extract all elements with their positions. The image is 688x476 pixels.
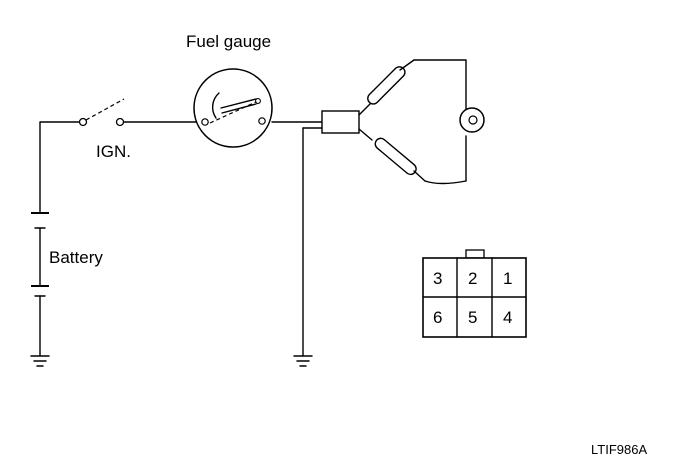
ignition-switch — [78, 98, 125, 127]
warning-lamp — [459, 107, 485, 133]
pin-5-label: 5 — [468, 308, 477, 327]
ignition-label: IGN. — [96, 142, 131, 161]
battery-circuit-wiring — [39, 121, 198, 356]
pin-1-label: 1 — [503, 269, 512, 288]
sender-connector — [302, 110, 360, 357]
battery-symbol — [31, 212, 49, 297]
pin-3-label: 3 — [433, 269, 442, 288]
ground-symbol-right — [293, 355, 313, 367]
pin-4-label: 4 — [503, 308, 512, 327]
fuel-gauge — [193, 68, 273, 148]
sender-unit-upper — [358, 59, 467, 119]
connector-pin-layout — [422, 249, 527, 338]
battery-label: Battery — [49, 248, 103, 267]
pin-6-label: 6 — [433, 308, 442, 327]
fuel-gauge-label: Fuel gauge — [186, 32, 271, 51]
pin-2-label: 2 — [468, 269, 477, 288]
sender-unit-lower — [358, 128, 467, 185]
figure-code: LTIF986A — [591, 442, 647, 457]
ground-symbol-left — [30, 355, 50, 367]
